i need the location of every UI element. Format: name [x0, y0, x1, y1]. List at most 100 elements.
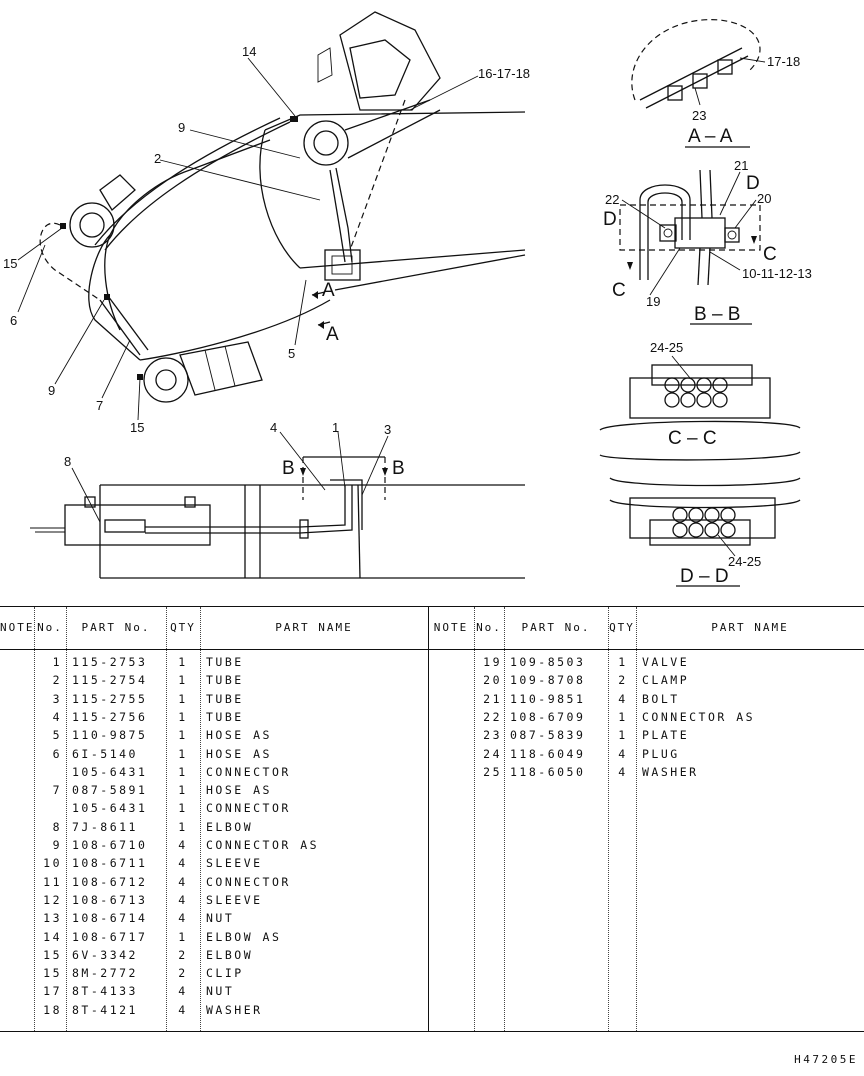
part-quantity: 4 — [618, 691, 628, 706]
plug-row — [672, 507, 736, 538]
part-number-index: 18 — [43, 1002, 62, 1017]
part-number-index: 1 — [52, 655, 62, 669]
part-number: 108-6710 — [72, 838, 148, 852]
part-number-index: 25 — [483, 764, 502, 779]
plan-view — [30, 431, 525, 579]
part-name: NUT — [206, 911, 235, 926]
part-number-index: 7 — [52, 783, 62, 798]
part-quantity: 2 — [618, 673, 628, 688]
section-a-a-view — [631, 19, 766, 109]
part-number-index: 8 — [52, 819, 62, 834]
part-number: 8T-4133 — [72, 984, 138, 999]
part-number-index: 5 — [52, 728, 62, 743]
part-number-index: 24 — [483, 746, 502, 761]
part-name: VALVE — [642, 655, 690, 669]
part-number: 115-2753 — [72, 655, 148, 669]
callout-15: 15 — [3, 256, 17, 271]
part-number-index: 21 — [483, 691, 502, 706]
section-b-b-view — [619, 169, 761, 296]
section-title-d-d: D – D — [680, 566, 729, 587]
part-name: CONNECTOR — [206, 801, 291, 816]
part-name: CLAMP — [642, 673, 690, 688]
callout-24-25: 24-25 — [650, 340, 683, 355]
part-name: PLATE — [642, 728, 690, 743]
part-number: 8M-2772 — [72, 966, 138, 981]
part-quantity: 2 — [178, 966, 188, 981]
callout-4: 4 — [270, 420, 277, 435]
part-number-index: 4 — [52, 709, 62, 724]
part-number: 105-6431 — [72, 764, 148, 779]
drawing-code: H47205E — [794, 1053, 858, 1066]
header-part-name: PART NAME — [711, 621, 789, 634]
table-row: 5 110-9875 1 HOSE AS — [0, 728, 864, 746]
plug-row — [664, 377, 728, 408]
part-name: ELBOW — [206, 947, 254, 962]
callout-17-18: 17-18 — [767, 54, 800, 69]
part-quantity: 4 — [178, 911, 188, 926]
part-number-index: 9 — [52, 838, 62, 852]
part-name: HOSE AS — [206, 728, 272, 743]
part-name: SLEEVE — [206, 856, 263, 871]
part-quantity: 1 — [618, 728, 628, 743]
callout-15: 15 — [130, 420, 144, 435]
part-quantity: 1 — [178, 673, 188, 688]
part-name: TUBE — [206, 709, 244, 724]
part-name: CONNECTOR AS — [642, 709, 756, 724]
part-quantity: 1 — [178, 783, 188, 798]
header-part-no: PART No. — [81, 621, 151, 634]
part-number-index: 20 — [483, 673, 502, 688]
callout-22: 22 — [605, 192, 619, 207]
part-quantity: 4 — [618, 764, 628, 779]
part-number: 110-9851 — [510, 691, 586, 706]
section-title-a-a: A – A — [688, 126, 733, 147]
part-number: 110-9875 — [72, 728, 148, 743]
part-number: 118-6049 — [510, 746, 586, 761]
section-title-b-b: B – B — [694, 304, 740, 325]
part-name: CONNECTOR — [206, 874, 291, 889]
table-row: 7 087-5891 1 HOSE AS — [0, 783, 864, 801]
part-number: 6I-5140 — [72, 746, 138, 761]
header-note: NOTE — [0, 621, 35, 634]
part-number-index: 17 — [43, 984, 62, 999]
parts-diagram: 14 16-17-18 9 2 15 6 9 7 15 5 A A 8 4 — [3, 11, 812, 587]
part-number: 8T-4121 — [72, 1002, 138, 1017]
part-quantity: 4 — [178, 856, 188, 871]
section-marker-a: A — [326, 324, 339, 345]
table-header: NOTE No. PART No. QTY PART NAME NOTE No.… — [0, 607, 864, 650]
part-quantity: 4 — [178, 984, 188, 999]
callout-21: 21 — [734, 158, 748, 173]
part-quantity: 1 — [178, 691, 188, 706]
part-name: HOSE AS — [206, 783, 272, 798]
callout-8: 8 — [64, 454, 71, 469]
part-quantity: 1 — [178, 655, 188, 669]
part-name: HOSE AS — [206, 746, 272, 761]
part-name: ELBOW AS — [206, 929, 282, 944]
section-marker-c: C — [763, 244, 777, 265]
part-number: 108-6712 — [72, 874, 148, 889]
part-name: TUBE — [206, 691, 244, 706]
part-number-index: 2 — [52, 673, 62, 688]
part-quantity: 1 — [178, 929, 188, 944]
part-number: 108-6714 — [72, 911, 148, 926]
section-marker-b: B — [282, 458, 295, 479]
part-number: 087-5891 — [72, 783, 148, 798]
callout-7: 7 — [96, 398, 103, 413]
part-name: WASHER — [206, 1002, 263, 1017]
section-marker-a: A — [322, 280, 335, 301]
callout-16-17-18: 16-17-18 — [478, 66, 530, 81]
callout-6: 6 — [10, 313, 17, 328]
part-name: ELBOW — [206, 819, 254, 834]
part-name: NUT — [206, 984, 235, 999]
section-d-d-view — [609, 477, 801, 557]
part-quantity: 1 — [178, 819, 188, 834]
part-number: 115-2754 — [72, 673, 148, 688]
